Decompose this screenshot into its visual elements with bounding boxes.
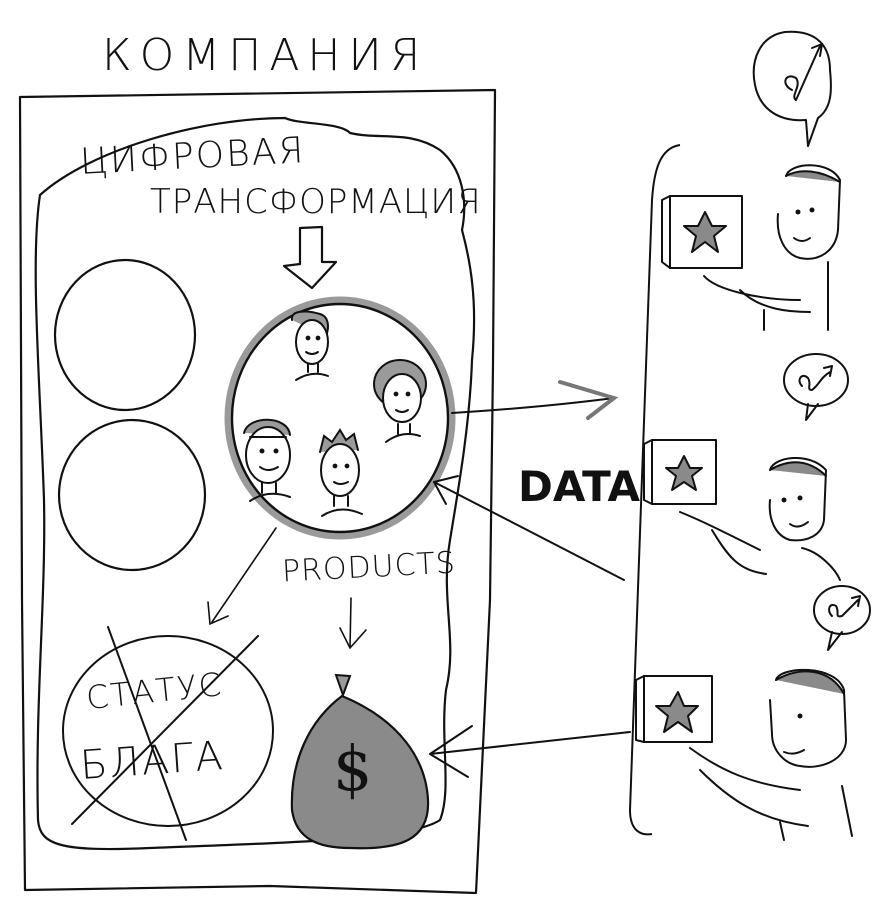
speech-bubble-icon (813, 585, 871, 635)
company-inner-boundary (34, 116, 476, 851)
arrow-money-from-customers (429, 725, 631, 778)
arrow-to-customers-head (558, 380, 619, 420)
digital-transformation-line2: ТРАНСФОРМАЦИЯ (150, 182, 482, 222)
customer-1 (661, 30, 841, 331)
person-icon (373, 359, 427, 443)
company-frame (18, 88, 497, 895)
customers-bracket (628, 144, 681, 836)
person-icon (290, 310, 329, 381)
person-icon (243, 418, 291, 502)
company-title: КОМПАНИЯ (102, 30, 429, 81)
status-circle (62, 626, 274, 841)
arrow-to-money (339, 597, 367, 650)
product-box-icon (651, 439, 717, 505)
star-icon (655, 691, 699, 733)
star-icon (665, 455, 703, 491)
star-icon (683, 211, 727, 253)
person-icon (319, 428, 363, 517)
empty-circle-1 (53, 258, 197, 412)
speech-bubble-icon (783, 353, 849, 407)
customer-3 (635, 585, 871, 841)
customer-2 (643, 353, 849, 581)
arrow-to-status (207, 527, 277, 626)
empty-circle-2 (57, 418, 207, 572)
money-bag-icon (290, 673, 430, 850)
dollar-sign-icon: $ (333, 732, 373, 805)
arrow-to-customers (451, 397, 615, 414)
product-box-icon (643, 675, 713, 743)
speech-bubble-icon (752, 30, 832, 147)
data-label: DATA (518, 462, 641, 511)
down-arrow-icon (282, 225, 338, 290)
product-box-icon (669, 195, 743, 269)
arrow-data-feedback (433, 475, 625, 581)
team-circle (224, 296, 456, 540)
